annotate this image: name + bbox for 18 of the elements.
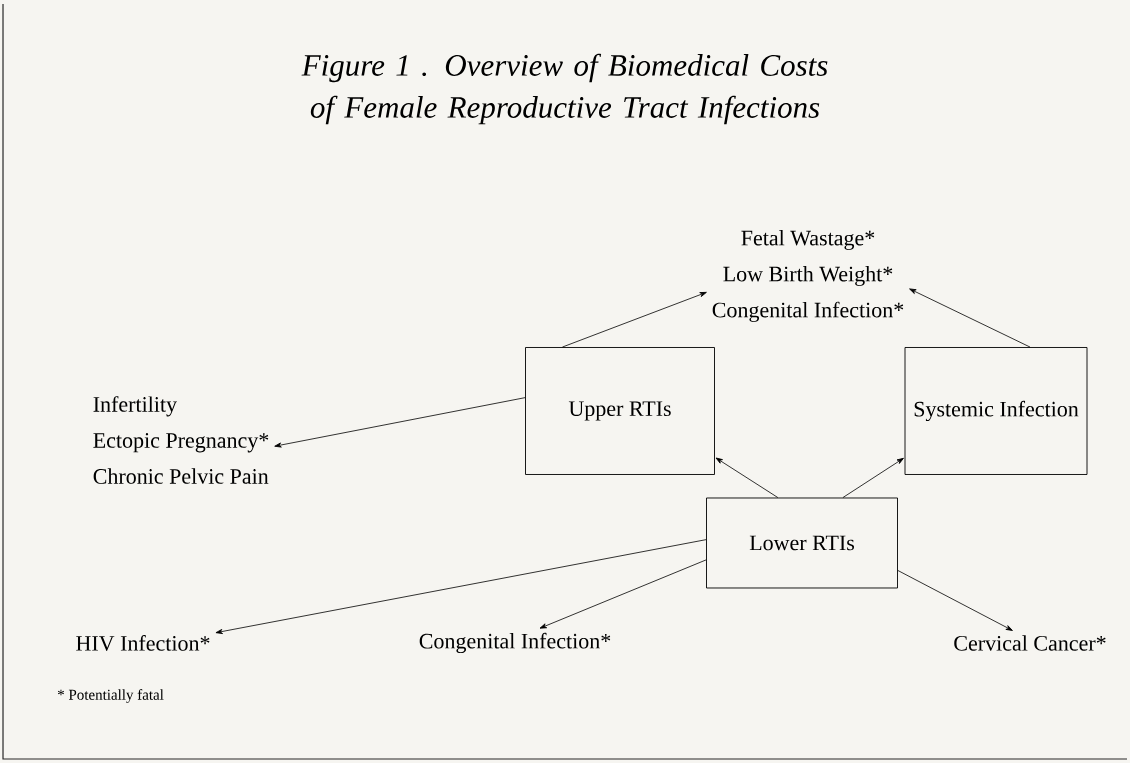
arrow bbox=[842, 457, 904, 498]
arrow bbox=[215, 539, 707, 634]
process-box: Upper RTIs bbox=[525, 347, 715, 475]
outcome-text: Congenital Infection* bbox=[419, 632, 611, 654]
outcome-text: Cervical Cancer* bbox=[954, 635, 1106, 651]
arrow bbox=[539, 559, 707, 629]
arrow bbox=[897, 570, 1013, 631]
arrow bbox=[715, 457, 779, 498]
outcome-text: HIV Infection* bbox=[76, 635, 210, 651]
process-box: Systemic Infection bbox=[904, 347, 1088, 475]
title: Figure 1 . Overview of Biomedical Costs of Female Reproductive Tract Infections bbox=[301, 53, 828, 125]
arrow bbox=[909, 288, 1031, 348]
footnote: * Potentially fatal bbox=[57, 689, 164, 703]
arrow bbox=[562, 291, 707, 348]
arrow bbox=[274, 397, 526, 448]
outcome-list: Fetal Wastage* Low Birth Weight* Congenital Infection* bbox=[712, 230, 904, 322]
process-box: Lower RTIs bbox=[706, 497, 898, 589]
outcome-list: Infertility Ectopic Pregnancy* Chronic Pelvic Pain bbox=[93, 396, 269, 484]
